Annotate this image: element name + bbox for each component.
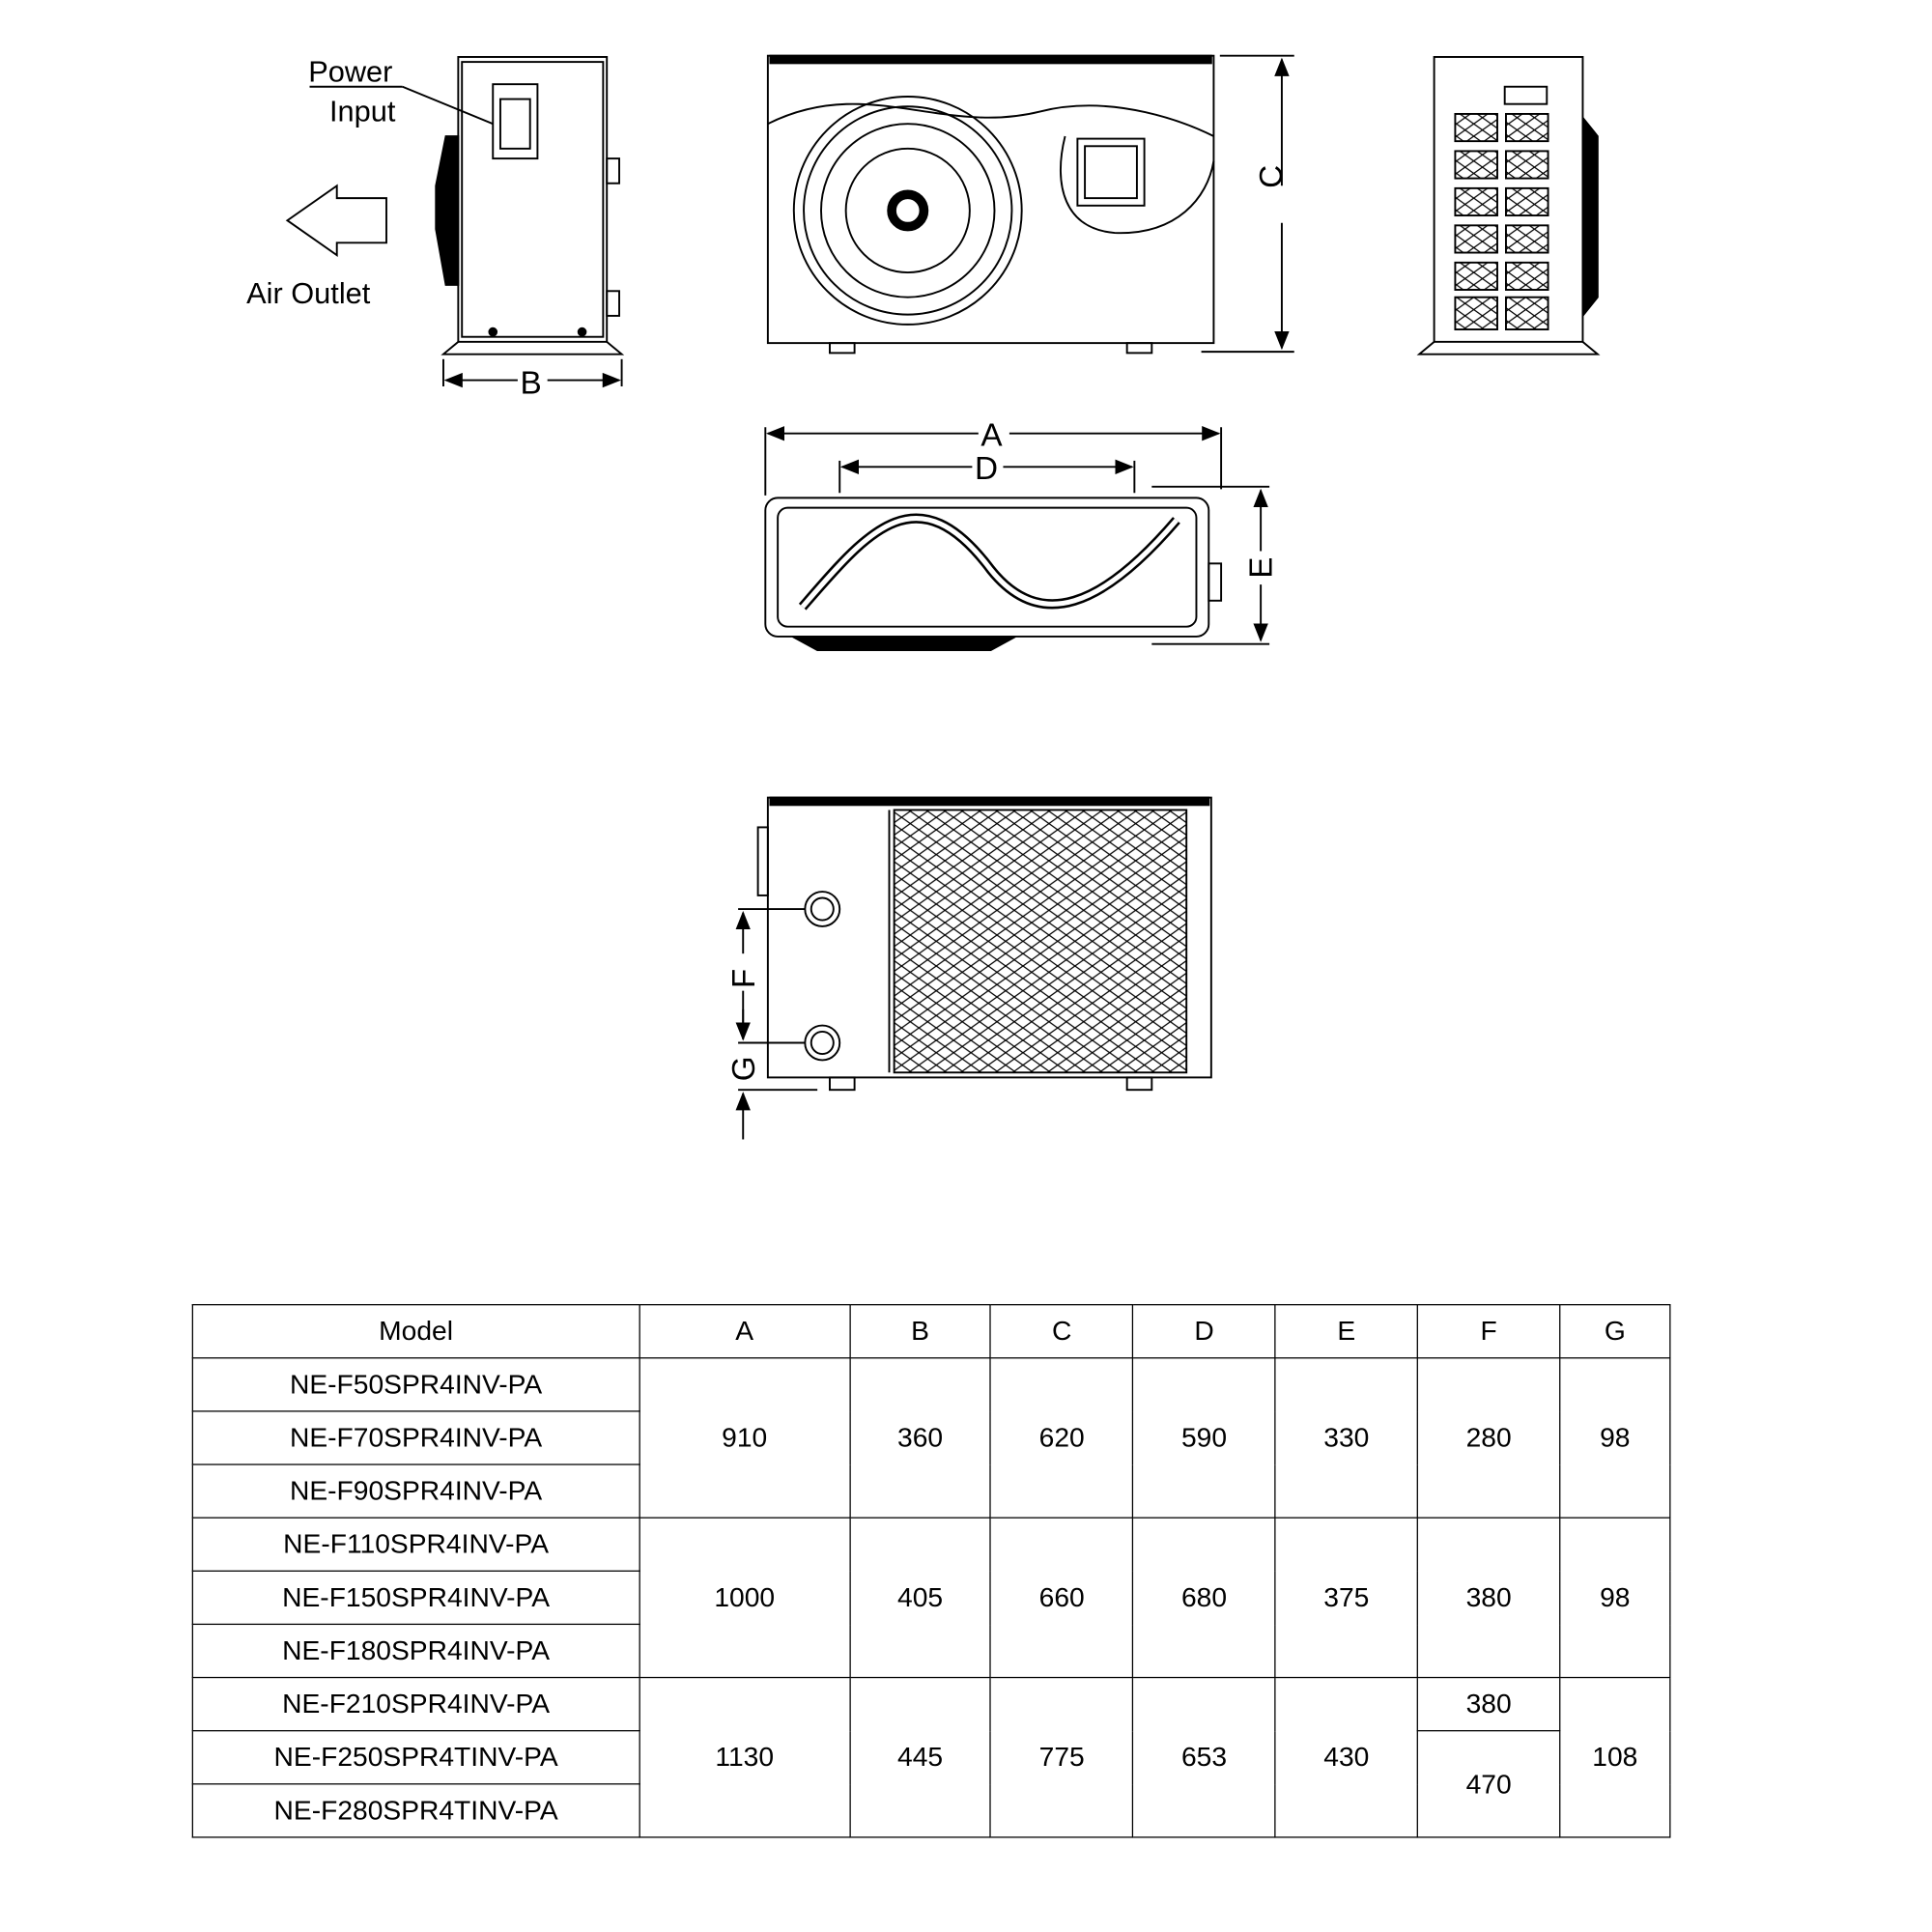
- table-row: NE-F50SPR4INV-PA 910 360 620 590 330 280…: [191, 1357, 1671, 1519]
- value-b: 445: [848, 1676, 992, 1838]
- value-g: 108: [1559, 1676, 1671, 1838]
- model-cell: NE-F180SPR4INV-PA: [191, 1623, 640, 1679]
- value-d: 653: [1132, 1676, 1276, 1838]
- model-cell: NE-F50SPR4INV-PA: [191, 1357, 640, 1412]
- value-c: 620: [989, 1357, 1134, 1519]
- header-d: D: [1132, 1303, 1276, 1359]
- model-cell: NE-F70SPR4INV-PA: [191, 1410, 640, 1465]
- value-f: 470: [1416, 1730, 1561, 1838]
- air-outlet-arrow-icon: [285, 184, 387, 257]
- model-cell: NE-F210SPR4INV-PA: [191, 1676, 640, 1732]
- side-view-left: Power Input Air Outlet B: [246, 55, 625, 402]
- dimension-f-label: F: [726, 969, 762, 988]
- technical-drawings: Power Input Air Outlet B C: [246, 54, 1601, 1140]
- header-f: F: [1416, 1303, 1561, 1359]
- table-row: NE-F280SPR4TINV-PA: [191, 1783, 1669, 1838]
- header-c: C: [989, 1303, 1134, 1359]
- header-a: A: [639, 1303, 851, 1359]
- model-cell: NE-F90SPR4INV-PA: [191, 1463, 640, 1519]
- table-row: NE-F180SPR4INV-PA: [191, 1623, 1669, 1679]
- air-outlet-label: Air Outlet: [246, 276, 371, 310]
- value-d: 680: [1132, 1517, 1276, 1679]
- value-f: 380: [1416, 1517, 1561, 1679]
- model-cell: NE-F110SPR4INV-PA: [191, 1517, 640, 1572]
- front-view: C: [766, 54, 1294, 355]
- power-input-label: Power: [308, 55, 392, 89]
- dimensions-table: Model A B C D E F G NE-F50SPR4INV-PA 910…: [191, 1303, 1671, 1838]
- dimension-c-label: C: [1254, 165, 1290, 188]
- table-row: NE-F150SPR4INV-PA: [191, 1570, 1669, 1626]
- dimension-b-label: B: [520, 366, 541, 402]
- rear-view: F G: [726, 796, 1212, 1140]
- dimension-e-label: E: [1244, 556, 1280, 578]
- table-row: NE-F210SPR4INV-PA 1130 445 775 653 430 3…: [191, 1676, 1671, 1838]
- table-row: NE-F90SPR4INV-PA: [191, 1463, 1669, 1519]
- value-b: 405: [848, 1517, 992, 1679]
- value-a: 1130: [639, 1676, 851, 1838]
- value-b: 360: [848, 1357, 992, 1519]
- value-c: 775: [989, 1676, 1134, 1838]
- value-e: 430: [1274, 1676, 1419, 1838]
- value-g: 98: [1559, 1357, 1671, 1519]
- header-g: G: [1559, 1303, 1671, 1359]
- table-header-row: Model A B C D E F G: [191, 1303, 1671, 1359]
- top-view: A D E: [764, 418, 1280, 652]
- value-e: 330: [1274, 1357, 1419, 1519]
- dimension-a-label: A: [980, 418, 1003, 454]
- header-model: Model: [191, 1303, 640, 1359]
- value-a: 1000: [639, 1517, 851, 1679]
- side-view-right: [1416, 56, 1601, 355]
- model-cell: NE-F150SPR4INV-PA: [191, 1570, 640, 1626]
- value-f: 380: [1416, 1676, 1561, 1732]
- value-g: 98: [1559, 1517, 1671, 1679]
- value-d: 590: [1132, 1357, 1276, 1519]
- value-f: 280: [1416, 1357, 1561, 1519]
- table-row: NE-F110SPR4INV-PA 1000 405 660 680 375 3…: [191, 1517, 1671, 1679]
- model-cell: NE-F250SPR4TINV-PA: [191, 1730, 640, 1785]
- dimension-d-label: D: [975, 451, 998, 487]
- dimension-g-label: G: [726, 1056, 762, 1081]
- model-cell: NE-F280SPR4TINV-PA: [191, 1783, 640, 1838]
- header-b: B: [848, 1303, 992, 1359]
- value-c: 660: [989, 1517, 1134, 1679]
- table-row: NE-F250SPR4TINV-PA 470: [191, 1730, 1669, 1838]
- power-input-label-2: Input: [329, 95, 396, 128]
- header-e: E: [1274, 1303, 1419, 1359]
- value-a: 910: [639, 1357, 851, 1519]
- value-e: 375: [1274, 1517, 1419, 1679]
